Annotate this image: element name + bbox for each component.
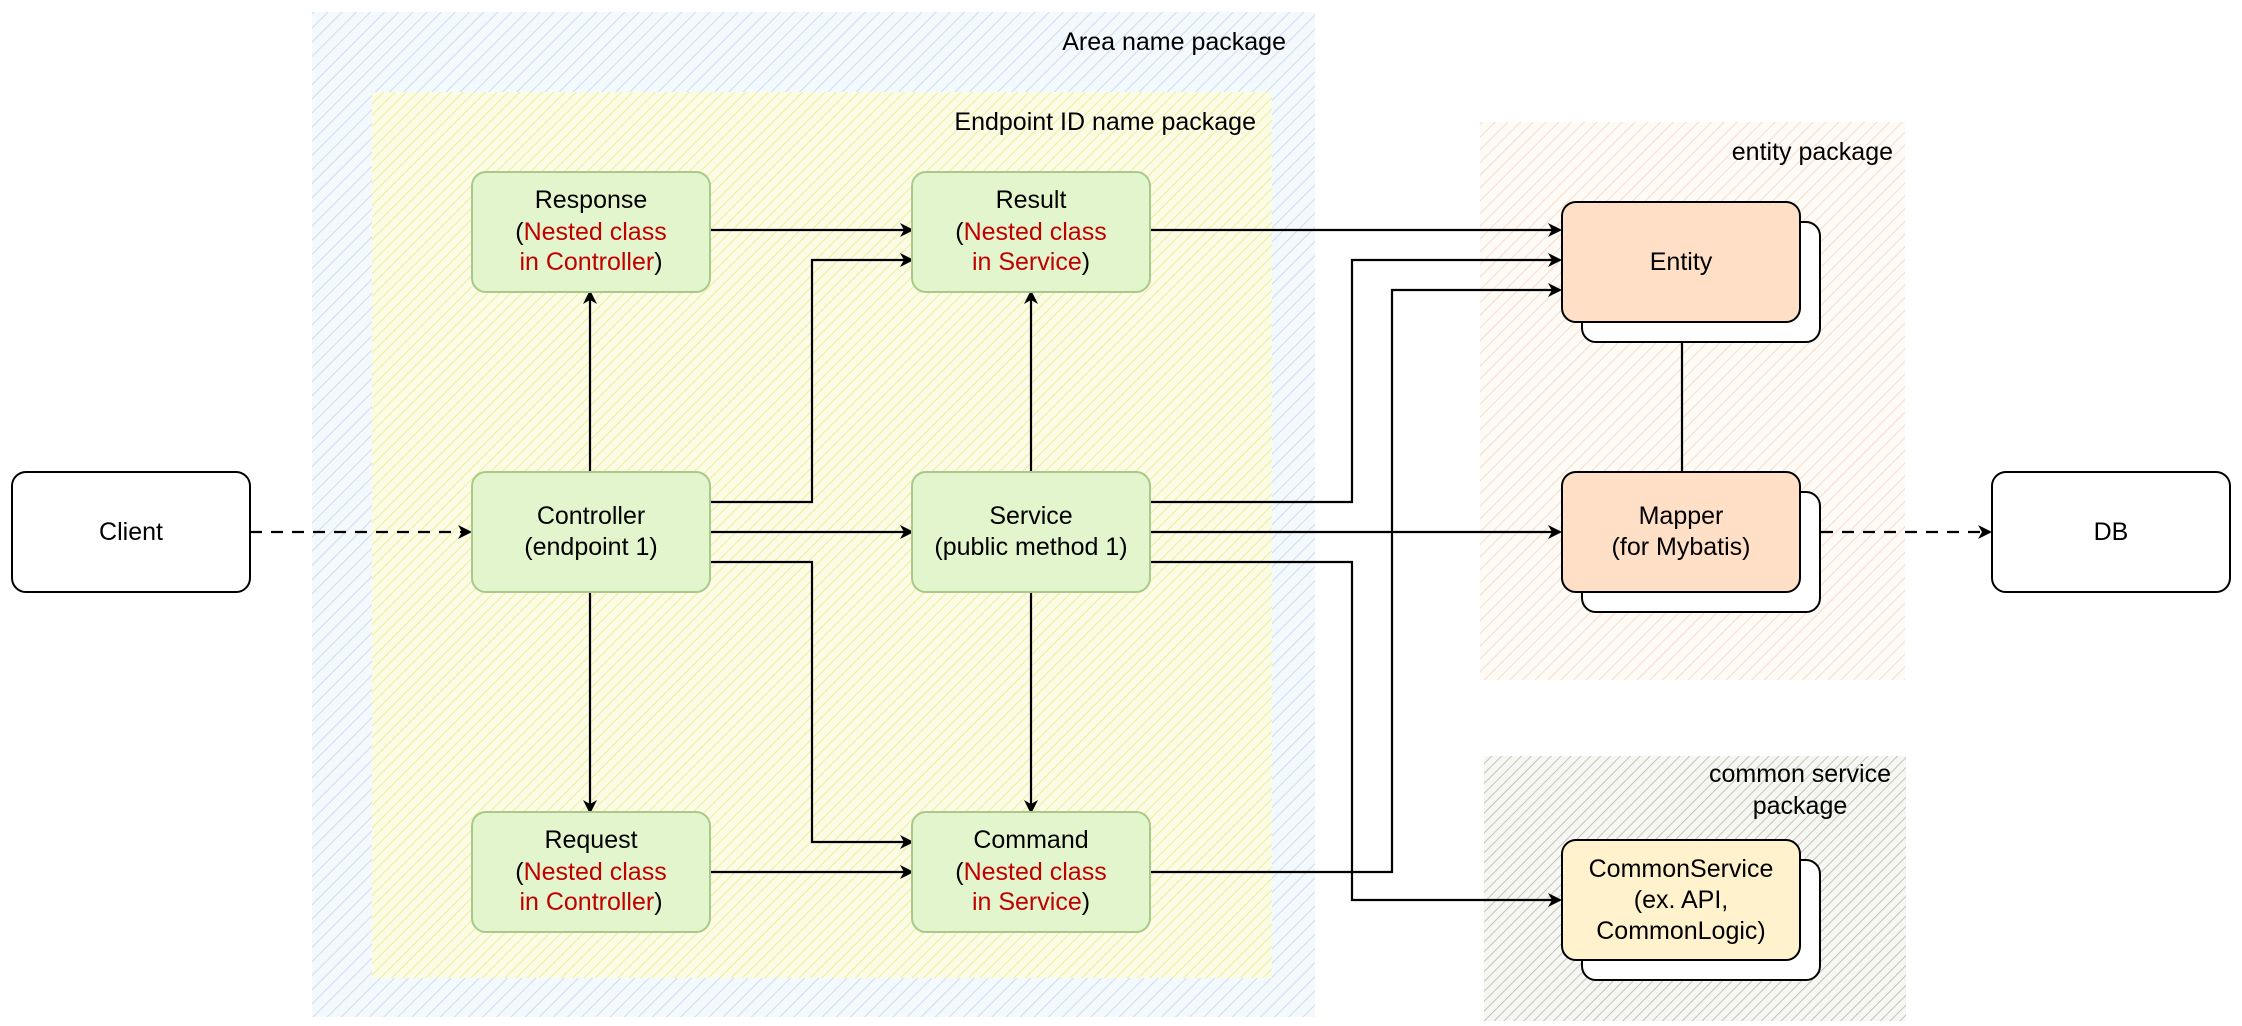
response-in: in Controller — [519, 248, 654, 276]
command-in: in Service — [972, 888, 1082, 916]
area-package-label: Area name package — [1062, 28, 1286, 56]
db-node[interactable]: DB — [1991, 471, 2231, 593]
command-node[interactable]: Command (Nested class in Service) — [911, 811, 1151, 933]
request-nested: Nested class — [524, 858, 667, 886]
request-node[interactable]: Request (Nested class in Controller) — [471, 811, 711, 933]
mapper-node[interactable]: Mapper (for Mybatis) — [1561, 471, 1821, 613]
request-line1: Request — [544, 826, 637, 854]
common-service-package-label-1: common service — [1709, 760, 1891, 788]
db-label: DB — [2094, 518, 2129, 546]
service-node[interactable]: Service (public method 1) — [911, 471, 1151, 593]
response-line2: (Nested class — [515, 218, 666, 246]
mapper-line2: (for Mybatis) — [1612, 533, 1751, 561]
request-line2: (Nested class — [515, 858, 666, 886]
result-close: ) — [1082, 248, 1090, 276]
controller-node[interactable]: Controller (endpoint 1) — [471, 471, 711, 593]
result-line1: Result — [996, 186, 1067, 214]
result-line3: in Service) — [972, 248, 1090, 276]
result-node[interactable]: Result (Nested class in Service) — [911, 171, 1151, 293]
entity-node[interactable]: Entity — [1561, 201, 1821, 343]
request-line3: in Controller) — [519, 888, 662, 916]
controller-line2: (endpoint 1) — [524, 533, 657, 561]
common-service-line2: (ex. API, — [1634, 886, 1728, 914]
client-node[interactable]: Client — [11, 471, 251, 593]
service-line2: (public method 1) — [934, 533, 1127, 561]
edge-service-entity — [1151, 253, 1562, 504]
edge-controller-command — [710, 560, 914, 849]
command-line3: in Service) — [972, 888, 1090, 916]
common-service-node[interactable]: CommonService (ex. API, CommonLogic) — [1561, 839, 1821, 981]
result-nested: Nested class — [964, 218, 1107, 246]
response-line1: Response — [535, 186, 648, 214]
entity-package-label: entity package — [1732, 138, 1893, 166]
result-in: in Service — [972, 248, 1082, 276]
response-open: ( — [515, 218, 524, 246]
request-in: in Controller — [519, 888, 654, 916]
response-line3: in Controller) — [519, 248, 662, 276]
entity-label: Entity — [1650, 248, 1713, 276]
common-service-package-label-2: package — [1753, 792, 1848, 820]
mapper-line1: Mapper — [1639, 502, 1724, 530]
command-close: ) — [1082, 888, 1090, 916]
client-label: Client — [99, 518, 163, 546]
command-open: ( — [955, 858, 964, 886]
request-open: ( — [515, 858, 524, 886]
common-service-line1: CommonService — [1589, 855, 1774, 883]
common-service-line3: CommonLogic) — [1596, 917, 1766, 945]
result-line2: (Nested class — [955, 218, 1106, 246]
service-line1: Service — [989, 502, 1072, 530]
command-nested: Nested class — [964, 858, 1107, 886]
command-line1: Command — [973, 826, 1088, 854]
response-close: ) — [654, 248, 662, 276]
edge-controller-result — [710, 253, 914, 504]
response-nested: Nested class — [524, 218, 667, 246]
result-open: ( — [955, 218, 964, 246]
command-line2: (Nested class — [955, 858, 1106, 886]
controller-line1: Controller — [537, 502, 645, 530]
edge-command-entity — [1151, 283, 1562, 874]
edge-service-commonservice — [1151, 560, 1562, 907]
request-close: ) — [654, 888, 662, 916]
endpoint-package-label: Endpoint ID name package — [954, 108, 1256, 136]
response-node[interactable]: Response (Nested class in Controller) — [471, 171, 711, 293]
